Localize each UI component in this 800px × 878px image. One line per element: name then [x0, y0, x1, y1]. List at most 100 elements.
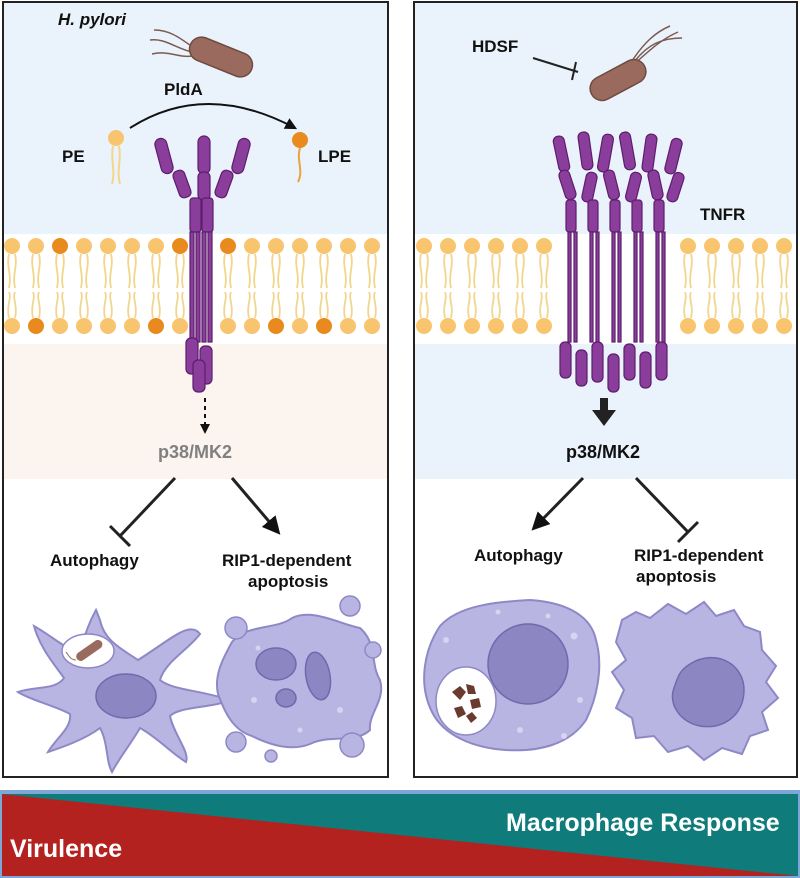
lipid-tail [175, 253, 185, 289]
lpe-label: LPE [318, 147, 351, 166]
lipid-head [172, 318, 188, 334]
lipid-tail [103, 253, 113, 289]
lipid-head [416, 318, 432, 334]
virulence-label: Virulence [10, 835, 122, 863]
left-apoptosis-label-1: RIP1-dependent [222, 551, 352, 570]
lipid-head [704, 238, 720, 254]
lipid-head [752, 238, 768, 254]
right-receptor-cluster-icon [552, 131, 685, 393]
lipid-head [364, 238, 380, 254]
right-apoptosis-label-2: apoptosis [636, 567, 716, 586]
left-membrane-bilayer [4, 238, 380, 334]
right-activate-arrow [592, 398, 616, 426]
hdsf-label: HDSF [472, 37, 518, 56]
lipid-tail [419, 253, 429, 289]
lipid-tail [343, 291, 353, 319]
lipid-tail [127, 253, 137, 289]
lipid-head [316, 238, 332, 254]
pe-label: PE [62, 147, 85, 166]
left-inhibit-autophagy-arrow [108, 476, 177, 548]
right-membrane-bilayer [416, 238, 792, 334]
left-panel: H. pylori PldA PE LPE [2, 1, 389, 778]
right-autophagy-label: Autophagy [474, 546, 563, 565]
lipid-head [776, 238, 792, 254]
lipid-head [464, 318, 480, 334]
lipid-tail [343, 253, 353, 289]
lipid-head [148, 318, 164, 334]
lipid-head [364, 318, 380, 334]
lipid-head [220, 238, 236, 254]
lipid-head [752, 318, 768, 334]
lipid-tail [31, 253, 41, 289]
lipid-tail [779, 291, 789, 319]
lipid-head [148, 238, 164, 254]
lipid-tail [683, 291, 693, 319]
lipid-head [220, 318, 236, 334]
right-activate-autophagy-arrow [531, 476, 585, 531]
lipid-head [776, 318, 792, 334]
lipid-tail [55, 291, 65, 319]
lipid-tail [731, 253, 741, 289]
lipid-tail [367, 253, 377, 289]
lipid-tail [443, 291, 453, 319]
lipid-head [340, 238, 356, 254]
lipid-tail [491, 253, 501, 289]
lipid-tail [443, 253, 453, 289]
lipid-tail [295, 253, 305, 289]
lipid-head [704, 318, 720, 334]
right-apoptosis-label-1: RIP1-dependent [634, 546, 764, 565]
lipid-head [52, 238, 68, 254]
lipid-head [488, 238, 504, 254]
lipid-tail [467, 253, 477, 289]
lipid-head [488, 318, 504, 334]
lipid-tail [151, 291, 161, 319]
lipid-tail [271, 291, 281, 319]
lipid-head [124, 238, 140, 254]
lipid-head [728, 318, 744, 334]
hdsf-inhibit-line [532, 57, 579, 81]
lipid-tail [755, 253, 765, 289]
lipid-head [440, 238, 456, 254]
tnfr-label: TNFR [700, 205, 745, 224]
lipid-tail [247, 253, 257, 289]
lipid-head [4, 238, 20, 254]
lipid-tail [707, 291, 717, 319]
lipid-head [100, 318, 116, 334]
lipid-tail [319, 291, 329, 319]
lipid-tail [103, 291, 113, 319]
lipid-head [292, 238, 308, 254]
lipid-tail [779, 253, 789, 289]
lipid-tail [271, 253, 281, 289]
right-pathway-label: p38/MK2 [566, 442, 640, 462]
lipid-tail [79, 291, 89, 319]
h-pylori-bacterium-icon [149, 29, 254, 78]
left-macrophage-autophagy-icon [15, 607, 233, 775]
lipid-head [416, 238, 432, 254]
right-inhibit-apoptosis-arrow [634, 476, 700, 544]
lipid-head [464, 238, 480, 254]
lipid-head [28, 318, 44, 334]
pe-lipid-icon [108, 130, 124, 185]
lipid-head [536, 318, 552, 334]
left-autophagy-label: Autophagy [50, 551, 139, 570]
lipid-tail [515, 291, 525, 319]
lipid-tail [515, 253, 525, 289]
lipid-head [244, 238, 260, 254]
lipid-head [172, 238, 188, 254]
lipid-head [340, 318, 356, 334]
lipid-head [680, 238, 696, 254]
left-apoptotic-cell-icon [216, 595, 383, 763]
lipid-tail [467, 291, 477, 319]
lipid-tail [7, 253, 17, 289]
lipid-head [100, 238, 116, 254]
right-extracellular-bg [414, 2, 797, 234]
lipid-tail [151, 253, 161, 289]
left-activate-apoptosis-arrow [230, 477, 281, 535]
left-receptor-icon [154, 135, 251, 393]
lipid-tail [683, 253, 693, 289]
lipid-tail [319, 253, 329, 289]
lipid-head [680, 318, 696, 334]
lipid-tail [419, 291, 429, 319]
lipid-head [728, 238, 744, 254]
lipid-head [512, 318, 528, 334]
